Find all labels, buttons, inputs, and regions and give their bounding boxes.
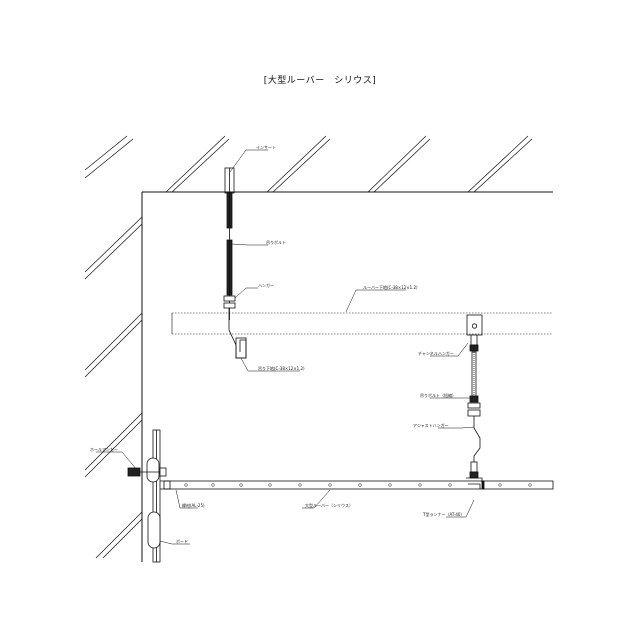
label-hanging-bolt-short: 吊りボルト（短縮） bbox=[420, 392, 456, 398]
label-large-louver: 大型ルーバー（シリウス） bbox=[305, 502, 353, 508]
label-t-runner: T型ランナー（AT-40） bbox=[422, 511, 464, 517]
label-hanging-bolt: 吊りボルト bbox=[266, 239, 286, 245]
label-hanging-receiver: 吊り下地(C-38×12×1.2) bbox=[258, 365, 305, 371]
slab-hatching bbox=[84, 135, 533, 193]
label-adjust-hanger: アジャストハンガー bbox=[413, 422, 449, 428]
wall-hatching bbox=[84, 216, 143, 559]
right-hanging-assembly bbox=[466, 314, 483, 489]
label-edge-material: 縁材(AL-25) bbox=[182, 502, 205, 508]
labels: インサート 吊りボルト ハンガー ルーバー下地(C-38×12×1.2) 吊り下… bbox=[90, 145, 464, 544]
label-hanger: ハンガー bbox=[258, 282, 274, 288]
label-channel-hanger: チャンネルハンガー bbox=[418, 350, 454, 356]
drawing-title: [大型ルーバー シリウス] bbox=[263, 76, 377, 86]
louver-perforations bbox=[184, 483, 532, 487]
wall-board-assembly bbox=[127, 429, 167, 563]
label-louver-receiver: ルーバー下地(C-38×12×1.2) bbox=[363, 284, 418, 290]
large-louver bbox=[160, 480, 554, 490]
label-pull-bolt: ホールアンカー bbox=[90, 447, 118, 452]
louver-receiver-channel bbox=[171, 312, 553, 335]
label-insert: インサート bbox=[256, 145, 276, 150]
label-board: ボード bbox=[176, 538, 188, 544]
leader-lines bbox=[96, 149, 475, 545]
left-hanging-assembly bbox=[223, 167, 247, 359]
structure-outline bbox=[141, 191, 553, 562]
